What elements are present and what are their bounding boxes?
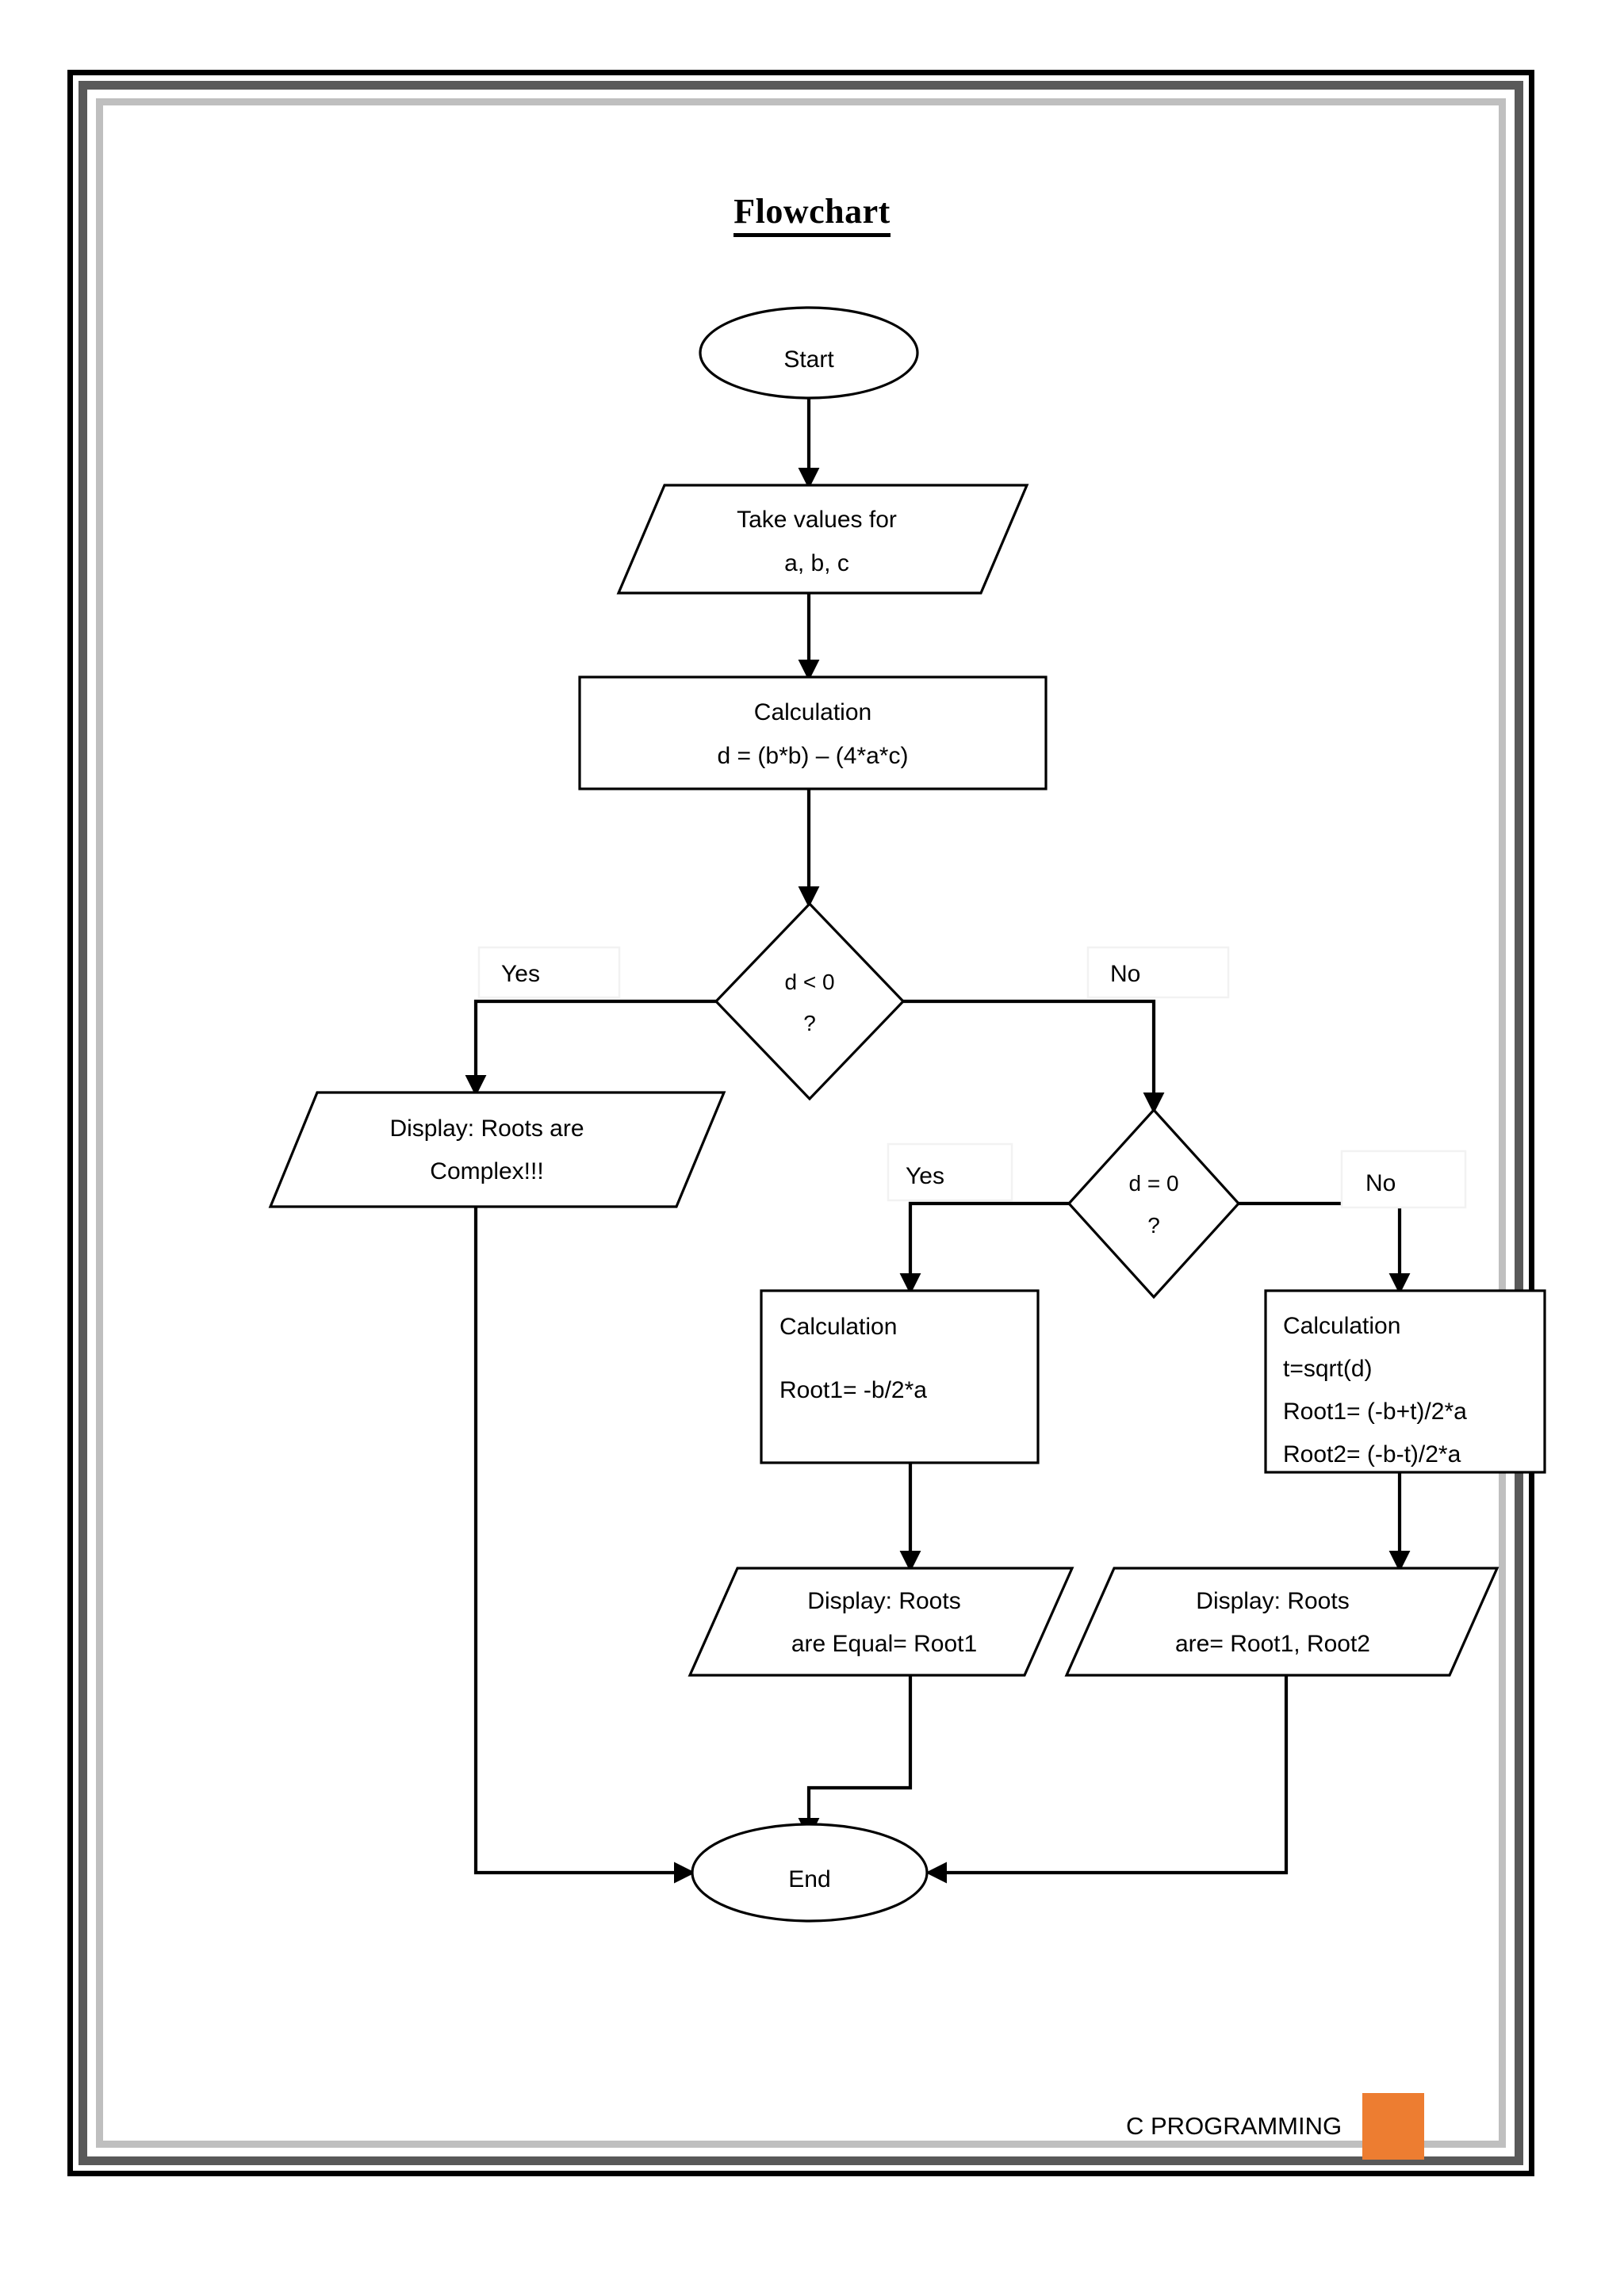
edge-label-lt0-no: No (1110, 961, 1140, 987)
node-calc-two-roots-line4: Root2= (-b-t)/2*a (1283, 1441, 1461, 1468)
edge-decision-eq0-yes (899, 1201, 1069, 1295)
edge-label-lt0-yes: Yes (501, 961, 540, 987)
footer-label: C PROGRAMMING (1126, 2112, 1342, 2140)
edge-display-complex-to-end (473, 1189, 695, 1884)
edge-label-eq0-no: No (1365, 1170, 1396, 1196)
edge-decision-lt0-no (903, 999, 1165, 1114)
node-input-line1: Take values for (737, 507, 897, 533)
node-decision-eq0-line1: d = 0 (1128, 1171, 1178, 1196)
edge-label-box-lt0-no (1086, 946, 1230, 999)
node-calc-equal-line2: Root1= -b/2*a (779, 1377, 927, 1403)
node-calc-discriminant[interactable] (578, 675, 1048, 790)
edge-label-box-eq0-no (1340, 1150, 1467, 1209)
edge-display-two-to-end (925, 1675, 1289, 1884)
node-calc-discriminant-line2: d = (b*b) – (4*a*c) (718, 743, 909, 769)
page-title-text: Flowchart (733, 192, 891, 237)
node-display-two-roots[interactable] (1064, 1567, 1500, 1677)
node-start-label: Start (783, 346, 834, 373)
node-decision-eq0[interactable] (1067, 1108, 1241, 1299)
node-end[interactable] (691, 1823, 929, 1923)
node-end-label: End (788, 1866, 830, 1892)
edge-display-equal-to-end (798, 1675, 913, 1839)
node-display-equal[interactable] (688, 1567, 1074, 1677)
node-decision-lt0[interactable] (714, 901, 906, 1101)
page-border-outer (67, 70, 1534, 2176)
page-border-middle (79, 81, 1523, 2165)
edge-label-box-lt0-yes (477, 946, 621, 999)
node-decision-eq0-line2: ? (1147, 1213, 1160, 1238)
node-decision-lt0-line1: d < 0 (784, 970, 834, 994)
node-display-complex-line1: Display: Roots are (389, 1115, 584, 1142)
node-calc-two-roots-line3: Root1= (-b+t)/2*a (1283, 1399, 1467, 1425)
node-calc-two-roots[interactable] (1264, 1289, 1546, 1474)
page-title: Flowchart (0, 191, 1624, 237)
edge-label-box-eq0-yes (887, 1142, 1013, 1202)
node-calc-equal-line1: Calculation (779, 1314, 897, 1340)
node-display-two-roots-line2: are= Root1, Root2 (1175, 1631, 1370, 1657)
node-display-complex[interactable] (268, 1091, 726, 1208)
node-decision-lt0-line2: ? (803, 1011, 816, 1035)
accent-swatch (1362, 2093, 1425, 2160)
edge-decision-lt0-yes (465, 999, 716, 1096)
edge-decision-eq0-no (1239, 1201, 1411, 1295)
node-input-line2: a, b, c (784, 550, 849, 576)
footer: C PROGRAMMING (1126, 2093, 1425, 2160)
node-calc-two-roots-line2: t=sqrt(d) (1283, 1356, 1373, 1382)
node-calc-discriminant-line1: Calculation (754, 699, 871, 725)
node-display-two-roots-line1: Display: Roots (1196, 1588, 1349, 1614)
node-display-equal-line1: Display: Roots (807, 1588, 960, 1614)
node-calc-two-roots-line1: Calculation (1283, 1313, 1400, 1339)
node-start[interactable] (699, 306, 919, 400)
node-calc-equal[interactable] (760, 1289, 1040, 1464)
edge-label-eq0-yes: Yes (906, 1163, 944, 1189)
node-display-complex-line2: Complex!!! (430, 1158, 543, 1184)
node-display-equal-line2: are Equal= Root1 (791, 1631, 977, 1657)
node-input[interactable] (616, 484, 1029, 595)
